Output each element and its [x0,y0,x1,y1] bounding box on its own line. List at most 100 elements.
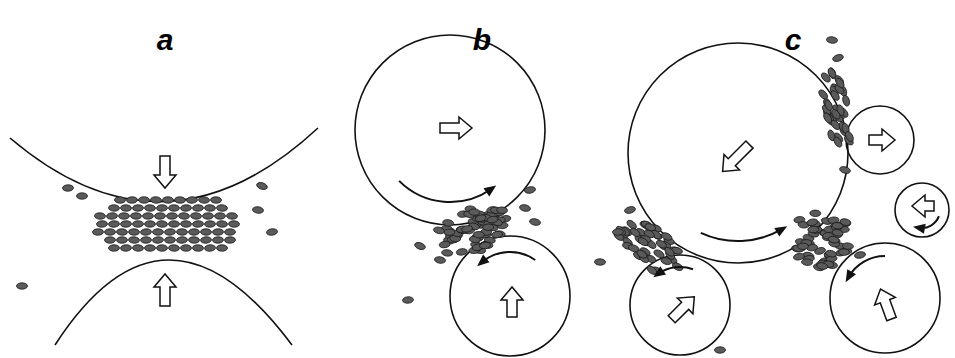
particle [166,213,177,220]
particle [637,236,650,247]
small-roller [450,236,570,356]
particle [810,210,821,217]
particle [174,197,185,204]
particle [105,229,116,235]
particle [224,237,235,244]
particle [475,214,487,223]
particle [252,206,264,214]
particle [519,204,531,213]
particle [842,95,851,107]
rotation-arrow [482,252,536,262]
small-roller [846,106,914,174]
particle [132,245,143,252]
particle [629,227,642,239]
particle [162,197,173,204]
particle [266,228,278,236]
particle [212,237,223,244]
particle [104,237,115,244]
particle [154,213,165,220]
roller-outlines [10,35,949,356]
particle [202,213,213,220]
particle [130,213,141,220]
large-roller [628,43,848,263]
particle [144,205,155,212]
particle [660,257,672,266]
panel-label: c [785,25,802,55]
particle [192,221,203,228]
particle [190,212,201,219]
particle [140,237,151,244]
particle [216,204,227,211]
particle [433,226,445,235]
particle [96,221,107,228]
force-arrow [875,289,897,321]
particle [119,213,130,219]
particle [176,229,187,236]
rotation-arrowhead [484,186,497,197]
particle [473,231,484,238]
particle [108,205,119,212]
particle [714,347,725,354]
particle [817,88,829,100]
particle [228,221,239,228]
particle [204,221,215,228]
particle [797,243,808,250]
force-arrow [154,156,176,188]
particle [832,229,844,238]
particle [838,249,849,256]
particles [17,36,866,353]
particle [496,207,507,214]
particle [486,215,498,223]
particle [157,245,168,251]
particle [456,248,468,256]
particle [212,229,223,236]
force-arrow [154,274,176,306]
particle [529,218,541,226]
particle [479,241,491,249]
particle [108,245,119,252]
particle [469,209,480,216]
force-arrow [440,117,472,139]
particle [200,229,211,236]
particle [178,212,189,219]
particle [200,236,212,243]
particle [126,197,137,204]
particle [128,236,139,243]
particle [491,231,503,239]
particle [145,221,156,227]
particle [594,259,605,266]
particle [156,220,168,227]
panel-label: b [473,25,491,55]
particle [442,219,454,227]
particle [844,130,855,143]
force-arrow [501,287,523,317]
rotation-arrowhead [477,255,489,267]
particle [226,213,237,220]
force-arrow [869,129,895,151]
rotation-arrowhead [653,266,666,277]
rotation-arrow [701,229,782,241]
particle [77,193,88,199]
particle [832,222,844,230]
particle [168,205,179,212]
particle [828,235,840,244]
particle [164,237,175,244]
particle [216,245,227,252]
particle [62,185,73,192]
particle [414,241,426,251]
particle [461,225,473,233]
particle [825,249,837,258]
particle [434,256,446,264]
particle [402,296,414,303]
particle [156,205,167,212]
large-roller [355,35,545,225]
particle [145,245,156,251]
particle [834,77,846,90]
particle [169,221,180,227]
particle [816,262,828,271]
particle [636,248,649,259]
particle [176,236,187,243]
particle [644,222,656,232]
particle [152,236,164,243]
particle [140,228,151,235]
